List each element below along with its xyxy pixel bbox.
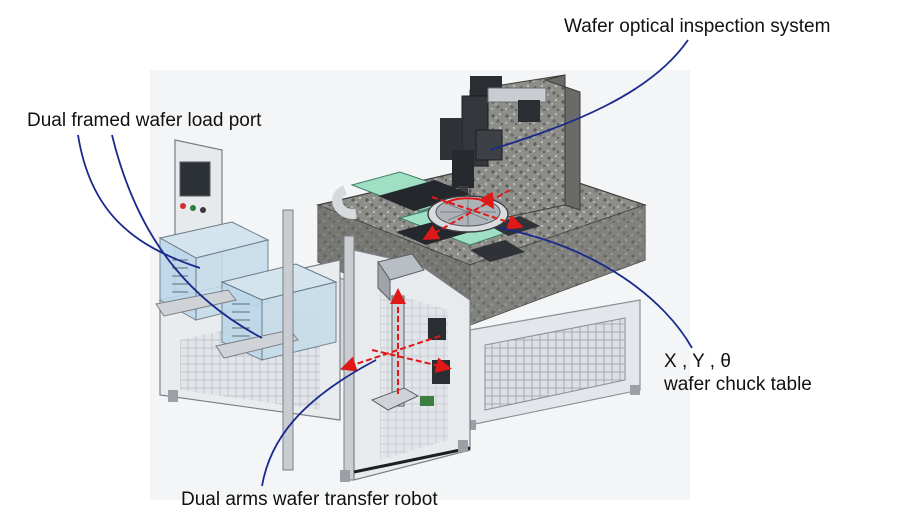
leader-transfer-robot	[261, 359, 377, 487]
label-chuck-table: wafer chuck table	[664, 374, 812, 395]
label-transfer-robot: Dual arms wafer transfer robot	[181, 489, 438, 510]
transfer-robot-module	[340, 249, 471, 481]
leader-optical-inspection	[489, 39, 689, 151]
wafer-chuck-table	[422, 189, 524, 240]
leader-load-port-left	[77, 134, 201, 269]
label-load-port: Dual framed wafer load port	[27, 110, 262, 131]
label-chuck-axes: X , Y , θ	[664, 351, 731, 372]
optical-inspection-head	[440, 76, 547, 198]
leader-lines	[77, 39, 693, 487]
leader-load-port-right	[111, 134, 263, 339]
leader-chuck-table	[499, 227, 693, 349]
label-optical-inspection-system: Wafer optical inspection system	[564, 16, 831, 37]
